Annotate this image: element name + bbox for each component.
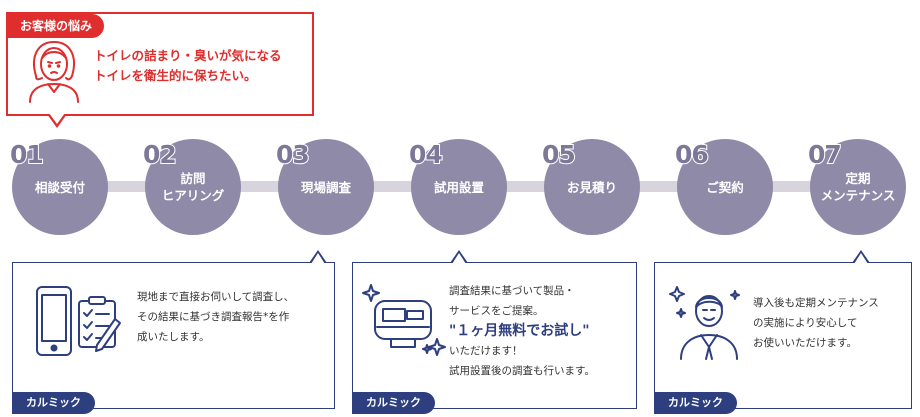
- step-6-number: 06: [674, 139, 710, 170]
- trial-line-3: いただけます！: [449, 345, 523, 357]
- free-trial-highlight: "１ヶ月無料でお試し": [449, 323, 590, 339]
- step-2-label-2: ヒアリング: [161, 188, 225, 203]
- step-5-number: 05: [541, 139, 577, 170]
- step-3-label: 現場調査: [300, 179, 351, 195]
- trial-line-1: 調査結果に基づいて製品・: [449, 285, 575, 297]
- step-5: お見積り: [544, 139, 640, 235]
- trial-line-4: 試用設置後の調査も行います。: [449, 365, 595, 377]
- info-box-3-pointer-inner: [854, 253, 868, 264]
- step-7-label-2: メンテナンス: [820, 188, 896, 203]
- info-box-maintenance: 導入後も定期メンテナンス の実施により安心して お使いいただけます。 カルミック: [654, 262, 912, 414]
- step-5-label: お見積り: [566, 179, 617, 195]
- survey-line-1: 現地まで直接お伺いして調査し、: [137, 291, 295, 303]
- step-7: 定期メンテナンス: [810, 139, 906, 235]
- survey-line-2: その結果に基づき調査報告*を作: [137, 311, 290, 323]
- step-6-label: ご契約: [706, 179, 744, 195]
- step-2-number: 02: [142, 139, 178, 170]
- step-4-number: 04: [408, 139, 444, 170]
- concern-line-1: トイレの詰まり・臭いが気になる: [94, 48, 282, 63]
- maintenance-line-1: 導入後も定期メンテナンス: [753, 297, 879, 309]
- step-6: ご契約: [677, 139, 773, 235]
- provider-badge-1: カルミック: [12, 392, 95, 414]
- step-4-label: 試用設置: [433, 179, 484, 195]
- step-3: 現場調査: [278, 139, 374, 235]
- concern-text: トイレの詰まり・臭いが気になる トイレを衛生的に保ちたい。: [94, 46, 282, 86]
- toilet-device-icon: [362, 284, 446, 356]
- info-box-2-pointer-inner: [452, 253, 466, 264]
- maintenance-line-2: の実施により安心して: [753, 317, 858, 329]
- info-box-survey: 現地まで直接お伺いして調査し、 その結果に基づき調査報告*を作 成いたします。 …: [12, 262, 335, 414]
- smiling-man-icon: [669, 286, 740, 360]
- concern-pointer-inner: [49, 113, 65, 124]
- provider-badge-3: カルミック: [654, 392, 737, 414]
- step-1-number: 01: [9, 139, 45, 170]
- step-2-label-1: 訪問: [180, 171, 206, 186]
- info-box-trial: 調査結果に基づいて製品・ サービスをご提案。 "１ヶ月無料でお試し" いただけま…: [352, 262, 637, 414]
- survey-line-3: 成いたします。: [137, 331, 210, 343]
- maintenance-line-3: お使いいただけます。: [753, 337, 857, 349]
- worried-woman-icon: [29, 41, 79, 103]
- concern-tag: お客様の悩み: [8, 14, 105, 38]
- trial-line-2: サービスをご提案。: [449, 305, 544, 317]
- maintenance-description: 導入後も定期メンテナンス の実施により安心して お使いいただけます。: [753, 293, 879, 353]
- concern-line-2: トイレを衛生的に保ちたい。: [94, 68, 257, 83]
- step-2: 訪問ヒアリング: [145, 139, 241, 235]
- step-7-label-1: 定期: [845, 171, 871, 186]
- step-1: 相談受付: [12, 139, 108, 235]
- survey-description: 現地まで直接お伺いして調査し、 その結果に基づき調査報告*を作 成いたします。: [137, 287, 294, 347]
- clipboard-phone-icon: [36, 286, 121, 356]
- step-1-label: 相談受付: [34, 179, 85, 195]
- customer-concern-box: お客様の悩み トイレの詰まり・臭いが気になる トイレを衛生的に保ちたい。: [6, 12, 314, 116]
- provider-badge-2: カルミック: [352, 392, 435, 414]
- step-4: 試用設置: [411, 139, 507, 235]
- info-box-1-pointer-inner: [311, 253, 325, 264]
- step-7-number: 07: [807, 139, 843, 170]
- trial-description: 調査結果に基づいて製品・ サービスをご提案。 "１ヶ月無料でお試し" いただけま…: [449, 281, 595, 381]
- step-3-number: 03: [275, 139, 311, 170]
